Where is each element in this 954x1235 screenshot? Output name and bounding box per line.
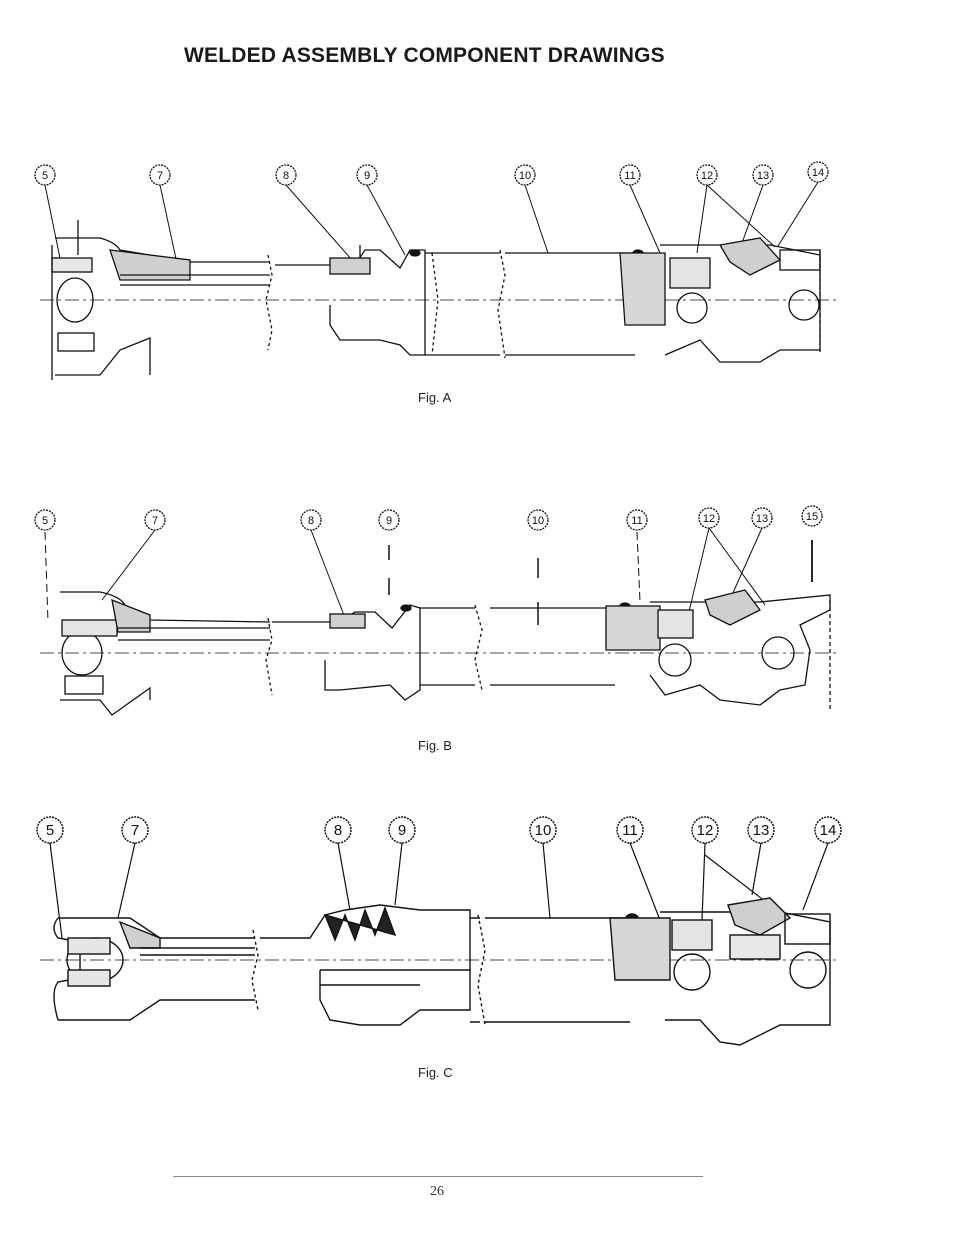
callout-11: 11 — [616, 816, 661, 921]
svg-text:11: 11 — [622, 822, 638, 839]
svg-text:7: 7 — [131, 822, 139, 839]
callout-7: 7 — [149, 164, 179, 269]
callout-14: 14 — [777, 161, 829, 247]
callout-13: 13 — [731, 507, 773, 596]
svg-text:10: 10 — [535, 822, 552, 839]
svg-text:5: 5 — [46, 822, 54, 839]
svg-text:5: 5 — [42, 515, 48, 527]
callout-7: 7 — [117, 816, 149, 919]
callout-14: 14 — [802, 816, 842, 911]
svg-text:13: 13 — [757, 170, 769, 182]
drive-shaft-assembly-a — [40, 220, 840, 380]
figure-b-caption: Fig. B — [418, 738, 452, 753]
callout-5: 5 — [36, 816, 64, 939]
callout-10: 10 — [529, 816, 557, 919]
callout-12: 12 — [691, 816, 771, 921]
svg-text:7: 7 — [157, 170, 163, 182]
svg-text:12: 12 — [703, 513, 715, 525]
svg-text:10: 10 — [519, 170, 531, 182]
callout-11: 11 — [619, 164, 661, 254]
callout-13: 13 — [747, 816, 775, 896]
callout-9: 9 — [378, 509, 400, 595]
drive-shaft-assembly-b — [40, 589, 840, 716]
figure-a-caption: Fig. A — [418, 390, 452, 405]
svg-text:9: 9 — [386, 515, 392, 527]
svg-text:9: 9 — [364, 170, 370, 182]
callout-15: 15 — [801, 505, 823, 582]
callout-7: 7 — [101, 509, 166, 601]
callout-13: 13 — [741, 164, 774, 244]
figure-a-drawing: 5 7 8 9 10 11 12 13 14 — [34, 161, 840, 380]
callout-8: 8 — [275, 164, 353, 261]
svg-text:5: 5 — [42, 170, 48, 182]
callout-11: 11 — [626, 509, 648, 603]
page-title: WELDED ASSEMBLY COMPONENT DRAWINGS — [184, 44, 665, 67]
callout-9: 9 — [356, 164, 406, 256]
svg-text:8: 8 — [283, 170, 289, 182]
figure-a: 5 7 8 9 10 11 12 13 14 — [0, 150, 954, 410]
svg-text:14: 14 — [820, 822, 837, 839]
callout-5: 5 — [34, 509, 56, 623]
callout-9: 9 — [388, 816, 416, 906]
figure-b-drawing: 5 7 8 9 10 11 12 13 15 — [34, 505, 840, 716]
callout-8: 8 — [324, 816, 352, 911]
svg-text:8: 8 — [334, 822, 342, 839]
svg-text:12: 12 — [697, 822, 714, 839]
figure-b: 5 7 8 9 10 11 12 13 15 — [0, 500, 954, 760]
figure-c: 5 7 8 9 10 11 12 13 14 — [0, 810, 954, 1090]
svg-text:9: 9 — [398, 822, 406, 839]
drive-shaft-assembly-c — [40, 897, 840, 1046]
figure-c-caption: Fig. C — [418, 1065, 453, 1080]
figure-c-drawing: 5 7 8 9 10 11 12 13 14 — [36, 816, 842, 1046]
svg-text:11: 11 — [624, 170, 635, 182]
footer-rule — [173, 1176, 703, 1177]
callout-10: 10 — [527, 509, 549, 625]
svg-text:11: 11 — [631, 515, 642, 527]
svg-text:13: 13 — [756, 513, 768, 525]
callout-8: 8 — [300, 509, 346, 619]
svg-text:13: 13 — [753, 822, 770, 839]
svg-text:10: 10 — [532, 515, 544, 527]
svg-text:7: 7 — [152, 515, 158, 527]
callout-5: 5 — [34, 164, 63, 269]
svg-text:15: 15 — [806, 511, 818, 523]
page-number: 26 — [430, 1184, 444, 1199]
svg-text:14: 14 — [812, 167, 824, 179]
callout-10: 10 — [514, 164, 549, 254]
svg-text:8: 8 — [308, 515, 314, 527]
callout-12: 12 — [686, 507, 766, 621]
callout-12: 12 — [696, 164, 776, 254]
svg-text:12: 12 — [701, 170, 713, 182]
